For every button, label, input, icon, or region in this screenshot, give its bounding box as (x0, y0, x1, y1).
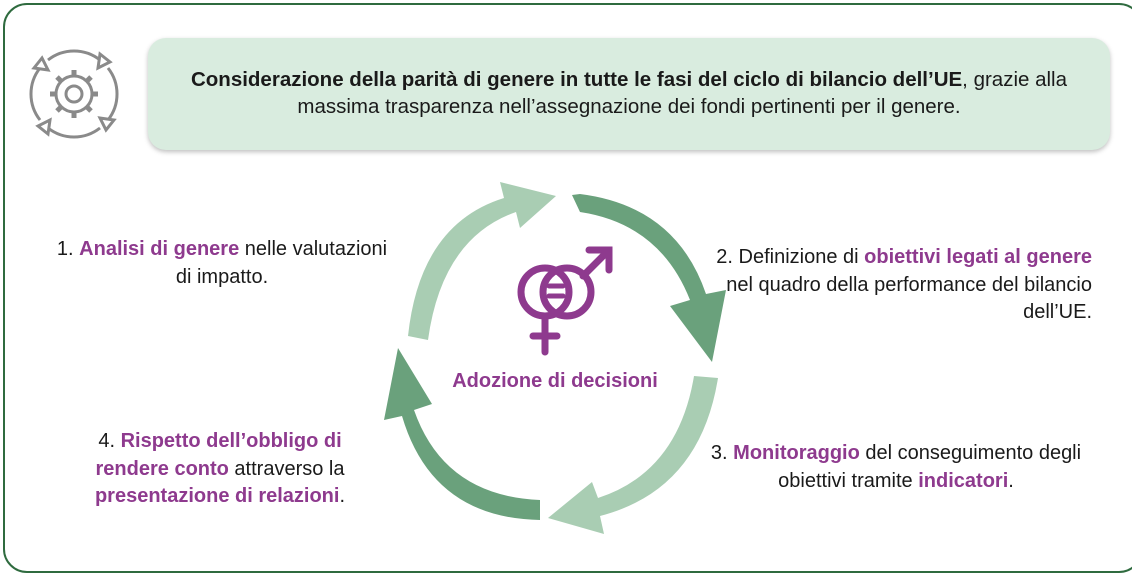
step-4-end: . (339, 485, 346, 508)
step-1-number: 1. (56, 238, 80, 260)
step-4-text: attraverso la (228, 457, 345, 480)
step-3-number: 3. (710, 442, 734, 464)
step-3-highlight-2: indicatori (918, 469, 1009, 492)
arrow-top-right (572, 194, 726, 362)
step-2-prefix: 2. Definizione di (716, 246, 865, 268)
step-1: 1. Analisi di genere nelle valutazioni d… (52, 236, 392, 291)
cycle-gear-icon (29, 49, 119, 139)
step-3-highlight: Monitoraggio (733, 442, 860, 464)
step-2-text: nel quadro della performance del bilanci… (726, 273, 1092, 324)
banner-bold-text: Considerazione della parità di genere in… (190, 68, 963, 92)
banner-text: Considerazione della parità di genere in… (172, 67, 1086, 120)
gender-equality-icon (517, 246, 613, 356)
step-2-highlight: obiettivi legati al genere (864, 246, 1092, 268)
step-4: 4. Rispetto dell’obbligo di rendere cont… (60, 428, 380, 511)
step-3-text: del conseguimento degli obiettivi tramit… (778, 442, 1082, 492)
arrow-bottom-left (384, 348, 540, 520)
step-3: 3. Monitoraggio del conseguimento degli … (700, 440, 1092, 495)
step-3-end: . (1008, 469, 1014, 492)
step-2: 2. Definizione di obiettivi legati al ge… (700, 244, 1092, 327)
cycle-arrows (384, 182, 726, 534)
arrow-bottom-right (548, 376, 718, 534)
principle-banner: Considerazione della parità di genere in… (148, 38, 1110, 150)
arrow-top-left (408, 182, 556, 340)
center-label: Adozione di decisioni (452, 370, 658, 392)
step-4-highlight-2: presentazione di relazioni (94, 485, 340, 508)
step-1-highlight: Analisi di genere (79, 238, 240, 260)
step-4-highlight: Rispetto dell’obbligo di rendere conto (95, 430, 342, 480)
banner-rest-text: , grazie alla massima trasparenza nell’a… (297, 68, 1068, 118)
step-4-number: 4. (98, 430, 121, 452)
step-1-text: nelle valutazioni di impatto. (175, 238, 388, 288)
